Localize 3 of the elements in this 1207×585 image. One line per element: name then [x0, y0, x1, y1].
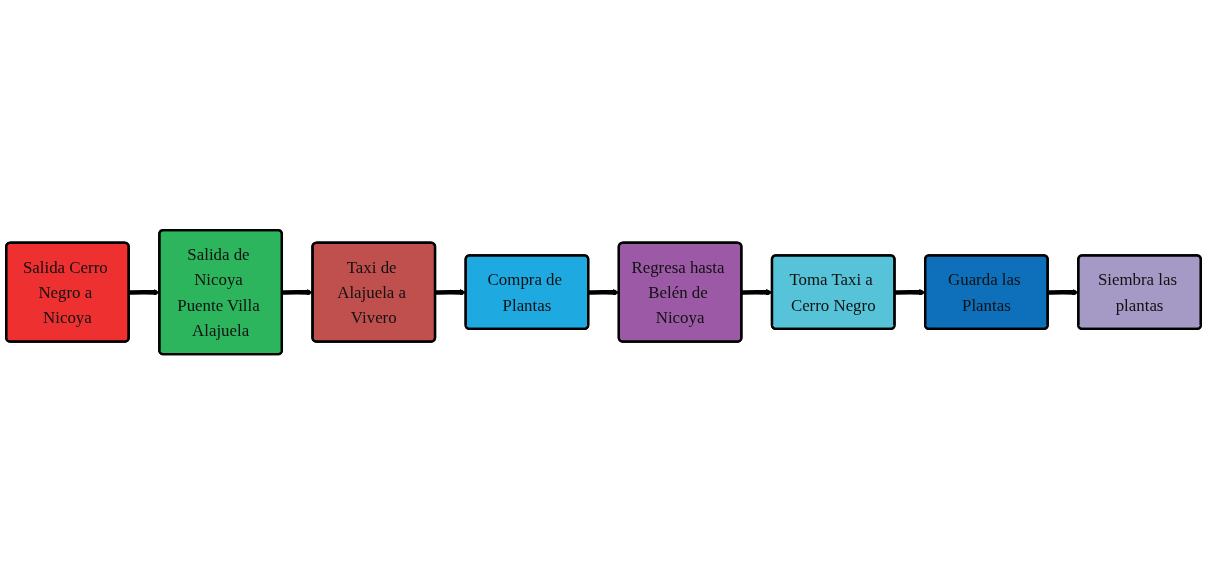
arrow: [129, 289, 160, 297]
arrow: [894, 289, 926, 297]
arrow: [1048, 289, 1079, 297]
